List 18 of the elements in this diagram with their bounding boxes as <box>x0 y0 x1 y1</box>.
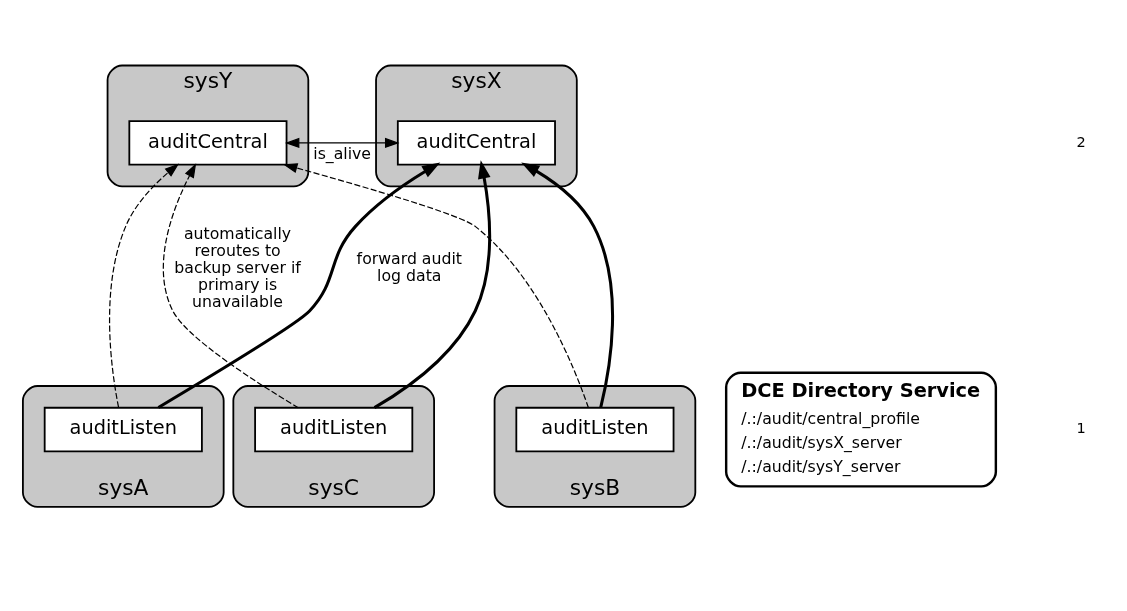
node-box: auditListen <box>254 406 414 452</box>
arrow <box>109 163 180 408</box>
arrow <box>162 162 299 408</box>
arrow <box>373 159 492 409</box>
node-box: auditListen <box>515 406 675 452</box>
node-box: auditCentral <box>128 119 288 166</box>
arrow <box>284 137 400 148</box>
node-box: auditCentral <box>396 119 556 166</box>
arrow <box>282 162 590 408</box>
edge-label: forward audit log data <box>356 248 462 285</box>
edge-label: automatically reroutes to backup server if primary is unavailable <box>174 223 301 311</box>
arrow <box>157 162 441 409</box>
edge-label: is_alive <box>313 143 372 163</box>
label: 2 <box>1076 133 1086 150</box>
arrow <box>521 162 614 408</box>
node-box: auditListen <box>43 406 203 452</box>
label: 1 <box>1076 419 1086 436</box>
node-box: DCE Directory Service /.:/audit/central_profile /.:/audit/sysX_server /.:/audit/sysY_server <box>724 371 998 488</box>
